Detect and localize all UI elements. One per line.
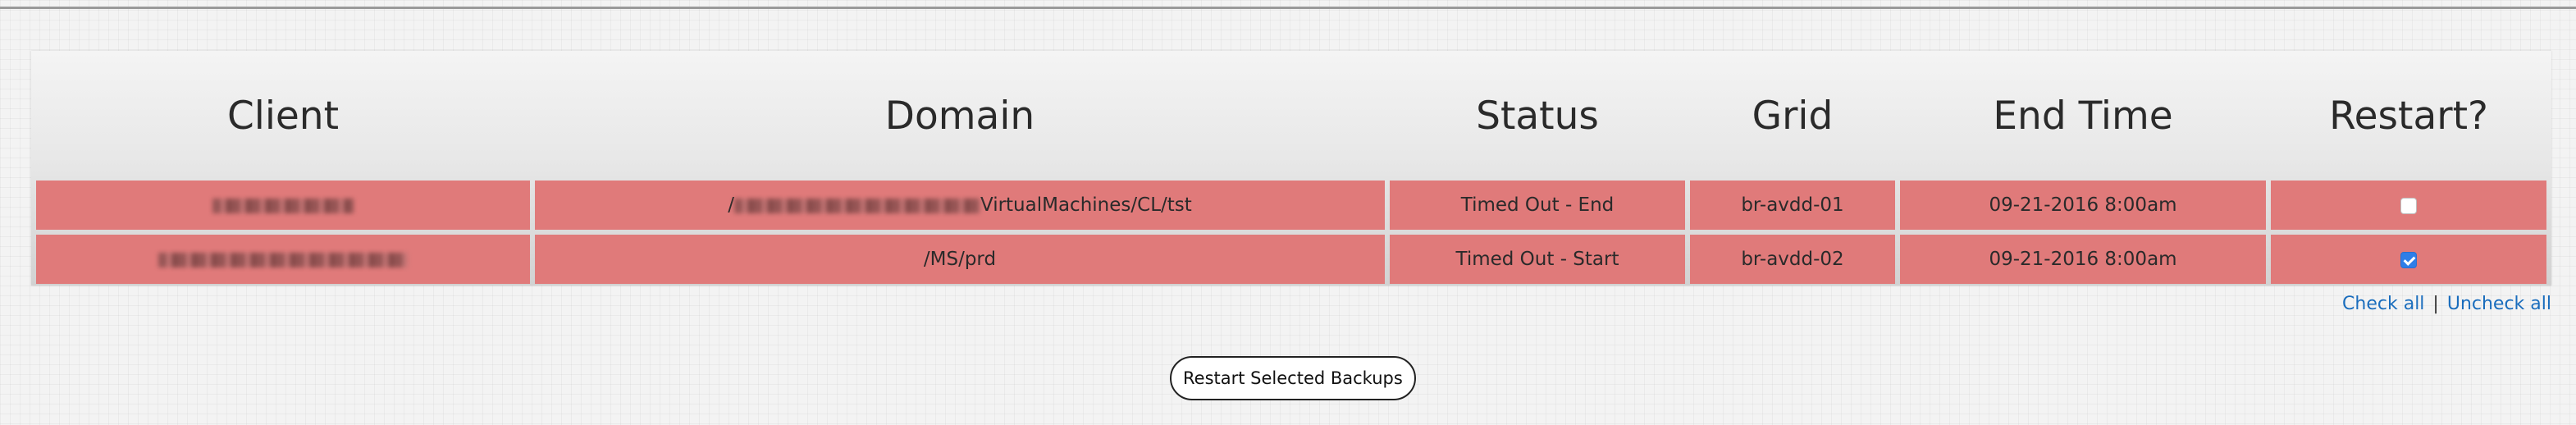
domain-suffix: /MS/prd <box>923 249 997 270</box>
grid-cell: br-avdd-01 <box>1690 181 1895 230</box>
domain-cell: / VirtualMachines/CL/tst <box>535 181 1385 230</box>
header-end-time[interactable]: End Time <box>1993 93 2173 139</box>
client-cell <box>36 235 530 284</box>
domain-cell: /MS/prd <box>535 235 1385 284</box>
selection-links: Check all | Uncheck all <box>2342 294 2551 314</box>
restart-cell <box>2271 181 2546 230</box>
link-separator: | <box>2432 294 2439 314</box>
table-row: /MS/prd Timed Out - Start br-avdd-02 09-… <box>36 235 2546 284</box>
backup-jobs-table: Client Domain Status Grid End Time Resta… <box>31 51 2551 289</box>
restart-selected-backups-button[interactable]: Restart Selected Backups <box>1170 356 1416 400</box>
restart-cell <box>2271 235 2546 284</box>
redacted-domain-part <box>733 198 980 213</box>
end-time-cell: 09-21-2016 8:00am <box>1900 181 2266 230</box>
header-status[interactable]: Status <box>1476 93 1599 139</box>
header-domain[interactable]: Domain <box>884 93 1035 139</box>
restart-checkbox[interactable] <box>2400 197 2417 214</box>
redacted-client-name <box>158 252 408 267</box>
status-cell: Timed Out - Start <box>1390 235 1685 284</box>
status-cell: Timed Out - End <box>1390 181 1685 230</box>
domain-prefix: / <box>728 194 734 216</box>
check-all-link[interactable]: Check all <box>2342 294 2425 314</box>
header-grid[interactable]: Grid <box>1752 93 1834 139</box>
end-time-cell: 09-21-2016 8:00am <box>1900 235 2266 284</box>
redacted-client-name <box>212 198 354 213</box>
backup-jobs-panel: Client Domain Status Grid End Time Resta… <box>31 51 2551 286</box>
table-row: /VirtualMachines/CL/tst Timed Out - End … <box>36 181 2546 230</box>
header-client[interactable]: Client <box>226 93 340 139</box>
grid-cell: br-avdd-02 <box>1690 235 1895 284</box>
domain-suffix: VirtualMachines/CL/tst <box>980 194 1192 216</box>
header-restart: Restart? <box>2329 93 2488 139</box>
uncheck-all-link[interactable]: Uncheck all <box>2446 294 2551 314</box>
restart-checkbox[interactable] <box>2400 251 2417 268</box>
client-cell <box>36 181 530 230</box>
table-header-row: Client Domain Status Grid End Time Resta… <box>36 56 2546 176</box>
top-divider <box>0 7 2576 9</box>
